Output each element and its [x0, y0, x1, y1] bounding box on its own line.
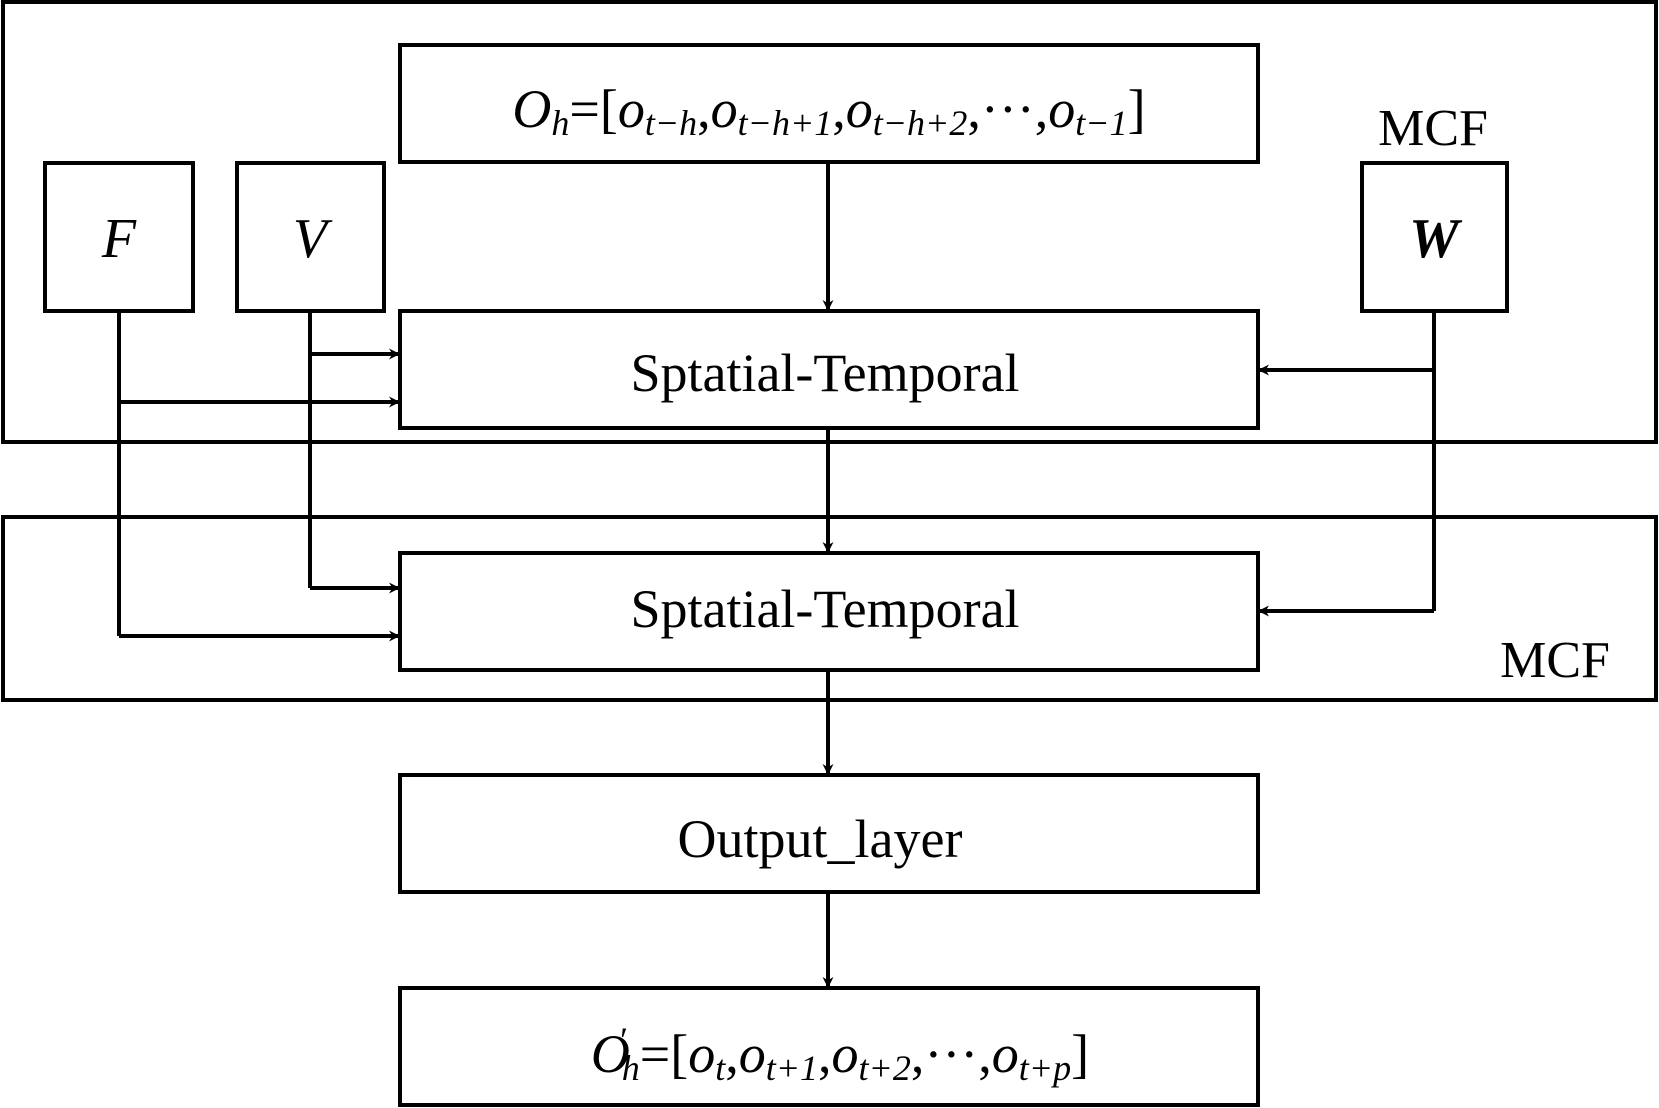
output-layer-label: Output_layer — [678, 809, 963, 869]
spatial-temporal-block-1: Sptatial-Temporal — [398, 309, 1260, 430]
input-box-v: V — [235, 161, 386, 313]
output-layer-block: Output_layer — [398, 773, 1260, 894]
input-label-w: W — [1409, 208, 1463, 270]
mcf-label-bottom: MCF — [1500, 632, 1610, 689]
mcf-label-top: MCF — [1378, 100, 1488, 157]
input-box-f: F — [43, 161, 195, 313]
spatial-temporal-label-1: Sptatial-Temporal — [630, 343, 1019, 403]
prediction-sequence-box: O′h=[ot,ot+1,ot+2,···,ot+p] — [398, 986, 1260, 1107]
history-sequence-formula: Oh=[ot−h,ot−h+1,ot−h+2,···,ot−1] — [512, 79, 1145, 143]
prediction-sequence-formula: O′h=[ot,ot+1,ot+2,···,ot+p] — [591, 1020, 1089, 1088]
input-box-w: W — [1360, 161, 1509, 313]
history-sequence-box: Oh=[ot−h,ot−h+1,ot−h+2,···,ot−1] — [398, 43, 1260, 164]
spatial-temporal-label-2: Sptatial-Temporal — [630, 579, 1019, 639]
input-label-v: V — [293, 208, 333, 270]
spatial-temporal-block-2: Sptatial-Temporal — [398, 551, 1260, 672]
input-label-f: F — [101, 208, 137, 270]
